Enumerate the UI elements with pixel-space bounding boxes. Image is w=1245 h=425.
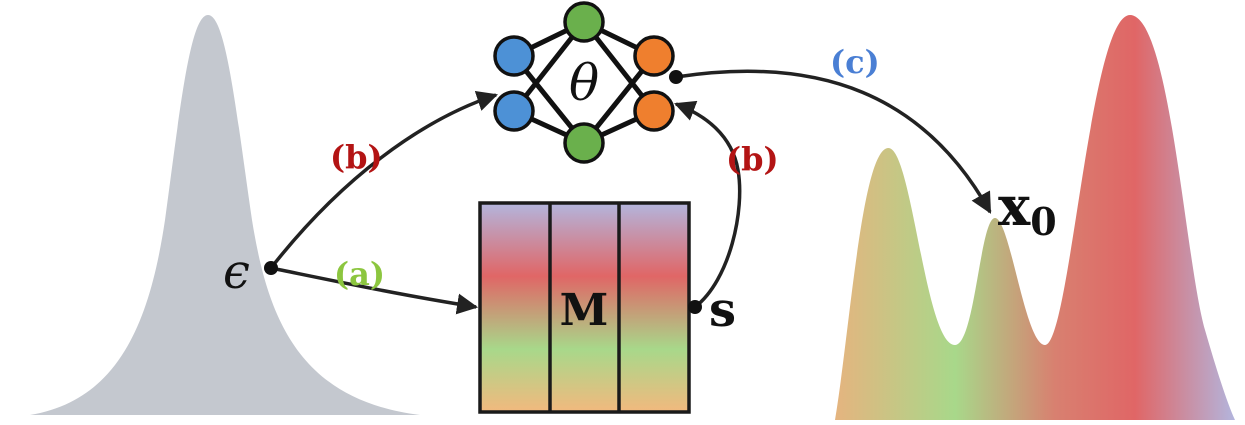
neural-network: θ xyxy=(493,1,675,164)
hidden-node-2 xyxy=(563,122,605,164)
s-symbol: s xyxy=(709,282,736,338)
hidden-node-1 xyxy=(563,1,605,43)
label-b-left: (b) xyxy=(330,138,383,176)
noise-distribution xyxy=(30,15,420,415)
output-dot xyxy=(669,70,683,84)
label-c: (c) xyxy=(830,43,880,81)
epsilon-dot xyxy=(264,261,278,275)
data-distribution xyxy=(835,15,1235,420)
arrow-network-to-x0 xyxy=(675,69,992,214)
label-a: (a) xyxy=(334,255,385,293)
theta-symbol: θ xyxy=(569,54,599,112)
output-node-1 xyxy=(633,35,675,77)
epsilon-symbol: ϵ xyxy=(223,244,250,300)
arrow-s-to-network xyxy=(674,100,742,309)
input-node-2 xyxy=(493,90,535,132)
arrow-epsilon-to-network xyxy=(269,90,498,270)
x0-symbol: x0 xyxy=(998,174,1057,244)
output-node-2 xyxy=(633,90,675,132)
s-dot xyxy=(688,300,702,314)
label-b-right: (b) xyxy=(726,140,779,178)
input-node-1 xyxy=(493,35,535,77)
arrow-epsilon-to-matrix xyxy=(270,266,479,315)
matrix-label: M xyxy=(560,285,609,336)
